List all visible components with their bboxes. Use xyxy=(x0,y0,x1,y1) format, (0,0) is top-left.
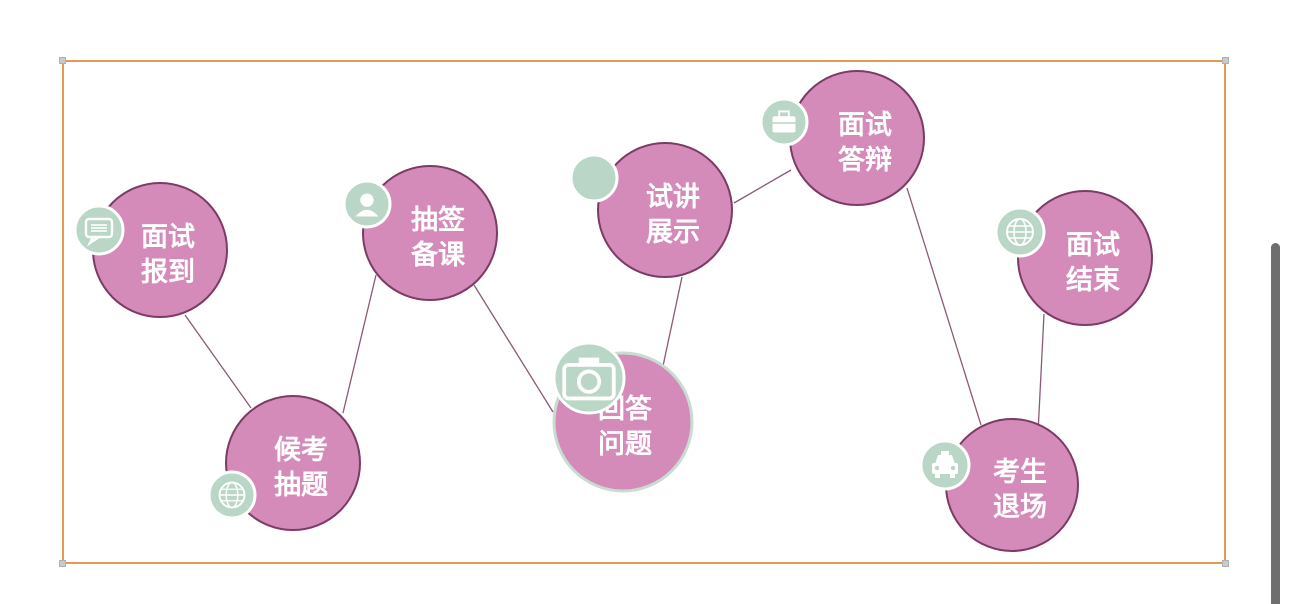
taxi-icon xyxy=(919,439,971,491)
node-label-line2: 备课 xyxy=(410,240,466,271)
node-label-line1: 考生 xyxy=(993,457,1047,488)
node-circle xyxy=(362,165,498,301)
node-label-line2: 展示 xyxy=(646,217,700,248)
selection-frame[interactable] xyxy=(62,60,1226,564)
frame-handle-bottom-right[interactable] xyxy=(1222,560,1229,567)
node-circle xyxy=(225,395,361,531)
camera-icon xyxy=(552,341,626,415)
connector-line-6 xyxy=(906,187,982,426)
node-label-line2: 答辩 xyxy=(838,144,892,176)
node-label-line1: 面试 xyxy=(1066,230,1120,261)
chat-bubble-icon xyxy=(73,204,125,256)
connector-line-4 xyxy=(662,276,683,367)
node-label-line1: 试讲 xyxy=(646,182,700,213)
connector-line-3 xyxy=(473,284,554,413)
node-label-line1: 抽签 xyxy=(411,204,466,236)
node-label-line1: 面试 xyxy=(838,110,892,141)
vertical-scrollbar[interactable] xyxy=(1271,243,1280,604)
node-circle xyxy=(1017,190,1153,326)
person-icon xyxy=(342,179,392,229)
node-label-line1: 面试 xyxy=(141,222,195,253)
node-label-line2: 问题 xyxy=(598,429,652,460)
connector-line-2 xyxy=(342,274,377,414)
connector-line-5 xyxy=(733,169,792,204)
node-label-line2: 结束 xyxy=(1066,265,1120,296)
node-label-line2: 退场 xyxy=(993,492,1047,523)
node-label-line2: 抽题 xyxy=(274,470,328,501)
frame-handle-bottom-left[interactable] xyxy=(59,560,66,567)
connectors xyxy=(184,169,1045,434)
frame-handle-top-right[interactable] xyxy=(1222,57,1229,64)
node-label-line2: 报到 xyxy=(141,257,195,288)
frame-handle-top-left[interactable] xyxy=(59,57,66,64)
connector-line-7 xyxy=(1037,313,1045,434)
node-circle xyxy=(597,142,733,278)
node-label-line1: 候考 xyxy=(274,435,328,466)
blank-badge-icon xyxy=(569,153,619,203)
globe-icon xyxy=(207,470,257,520)
briefcase-icon xyxy=(759,97,809,147)
globe-icon xyxy=(994,206,1046,258)
connector-line-1 xyxy=(184,314,252,409)
